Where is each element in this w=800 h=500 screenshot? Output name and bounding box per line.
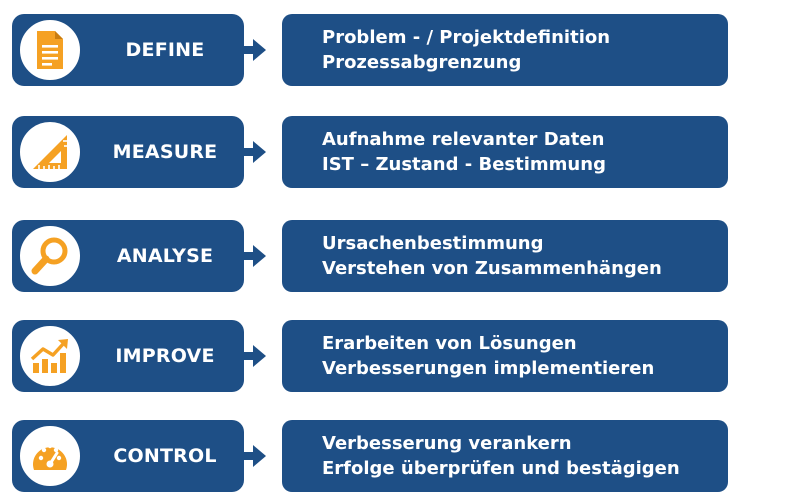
ruler-triangle-icon <box>18 120 82 184</box>
phase-box-define: DEFINE <box>12 14 244 86</box>
arrow-right-icon <box>244 141 266 163</box>
description-line: Erfolge überprüfen und bestägigen <box>322 458 680 479</box>
arrow-right-icon <box>244 245 266 267</box>
arrow-right-icon <box>244 39 266 61</box>
description-line: Erarbeiten von Lösungen <box>322 333 577 354</box>
arrow-right-icon <box>244 445 266 467</box>
phase-description-measure: Aufnahme relevanter Daten IST – Zustand … <box>282 116 728 188</box>
description-line: Aufnahme relevanter Daten <box>322 129 605 150</box>
arrow-right-icon <box>244 345 266 367</box>
phase-box-measure: MEASURE <box>12 116 244 188</box>
document-icon <box>18 18 82 82</box>
description-line: Verbesserung verankern <box>322 433 572 454</box>
phase-description-define: Problem - / Projektdefinition Prozessabg… <box>282 14 728 86</box>
description-line: Ursachenbestimmung <box>322 233 544 254</box>
phase-description-analyse: Ursachenbestimmung Verstehen von Zusamme… <box>282 220 728 292</box>
phase-description-control: Verbesserung verankern Erfolge überprüfe… <box>282 420 728 492</box>
magnifier-icon <box>18 224 82 288</box>
phase-label: ANALYSE <box>116 245 214 267</box>
gauge-icon <box>18 424 82 488</box>
phase-box-analyse: ANALYSE <box>12 220 244 292</box>
description-line: IST – Zustand - Bestimmung <box>322 154 606 175</box>
phase-row-improve: IMPROVE Erarbeiten von Lösungen Verbesse… <box>0 320 800 396</box>
phase-row-define: DEFINE Problem - / Projektdefinition Pro… <box>0 14 800 90</box>
phase-label: IMPROVE <box>115 345 215 367</box>
phase-label: CONTROL <box>113 445 217 467</box>
description-line: Problem - / Projektdefinition <box>322 27 611 48</box>
phase-box-control: CONTROL <box>12 420 244 492</box>
description-line: Verstehen von Zusammenhängen <box>322 258 662 279</box>
phase-description-improve: Erarbeiten von Lösungen Verbesserungen i… <box>282 320 728 392</box>
description-line: Verbesserungen implementieren <box>322 358 655 379</box>
phase-box-improve: IMPROVE <box>12 320 244 392</box>
phase-label: MEASURE <box>112 141 218 163</box>
growth-chart-icon <box>18 324 82 388</box>
phase-row-control: CONTROL Verbesserung verankern Erfolge ü… <box>0 420 800 496</box>
phase-row-measure: MEASURE Aufnahme relevanter Daten IST – … <box>0 116 800 192</box>
phase-label: DEFINE <box>125 39 205 61</box>
description-line: Prozessabgrenzung <box>322 52 522 73</box>
phase-row-analyse: ANALYSE Ursachenbestimmung Verstehen von… <box>0 220 800 296</box>
